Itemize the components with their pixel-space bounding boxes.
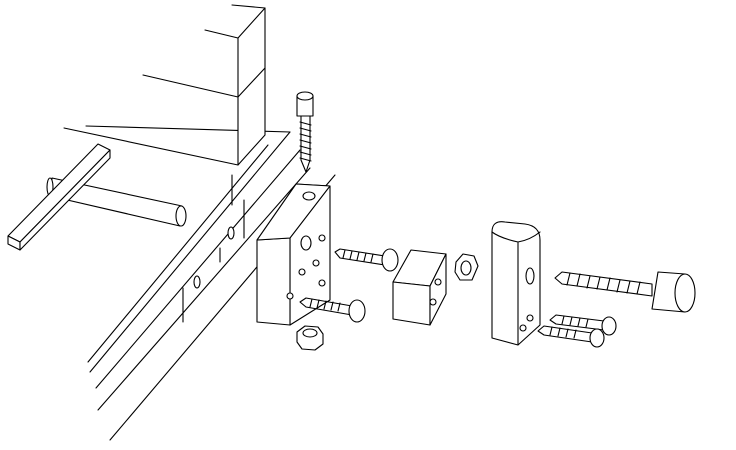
screw-lower [300,298,365,322]
upright-box [143,5,265,165]
small-screw-lower [538,326,604,347]
vertical-screw [297,92,313,172]
hex-nut-lower [297,326,323,350]
small-screw-upper [550,315,616,335]
cube-block [393,250,446,325]
rail [64,126,335,440]
end-block [492,222,540,345]
hex-nut-upper [455,254,478,280]
mounting-block [257,184,330,325]
long-screw [555,272,695,312]
flat-bar [8,144,110,250]
screw-upper [335,249,398,271]
